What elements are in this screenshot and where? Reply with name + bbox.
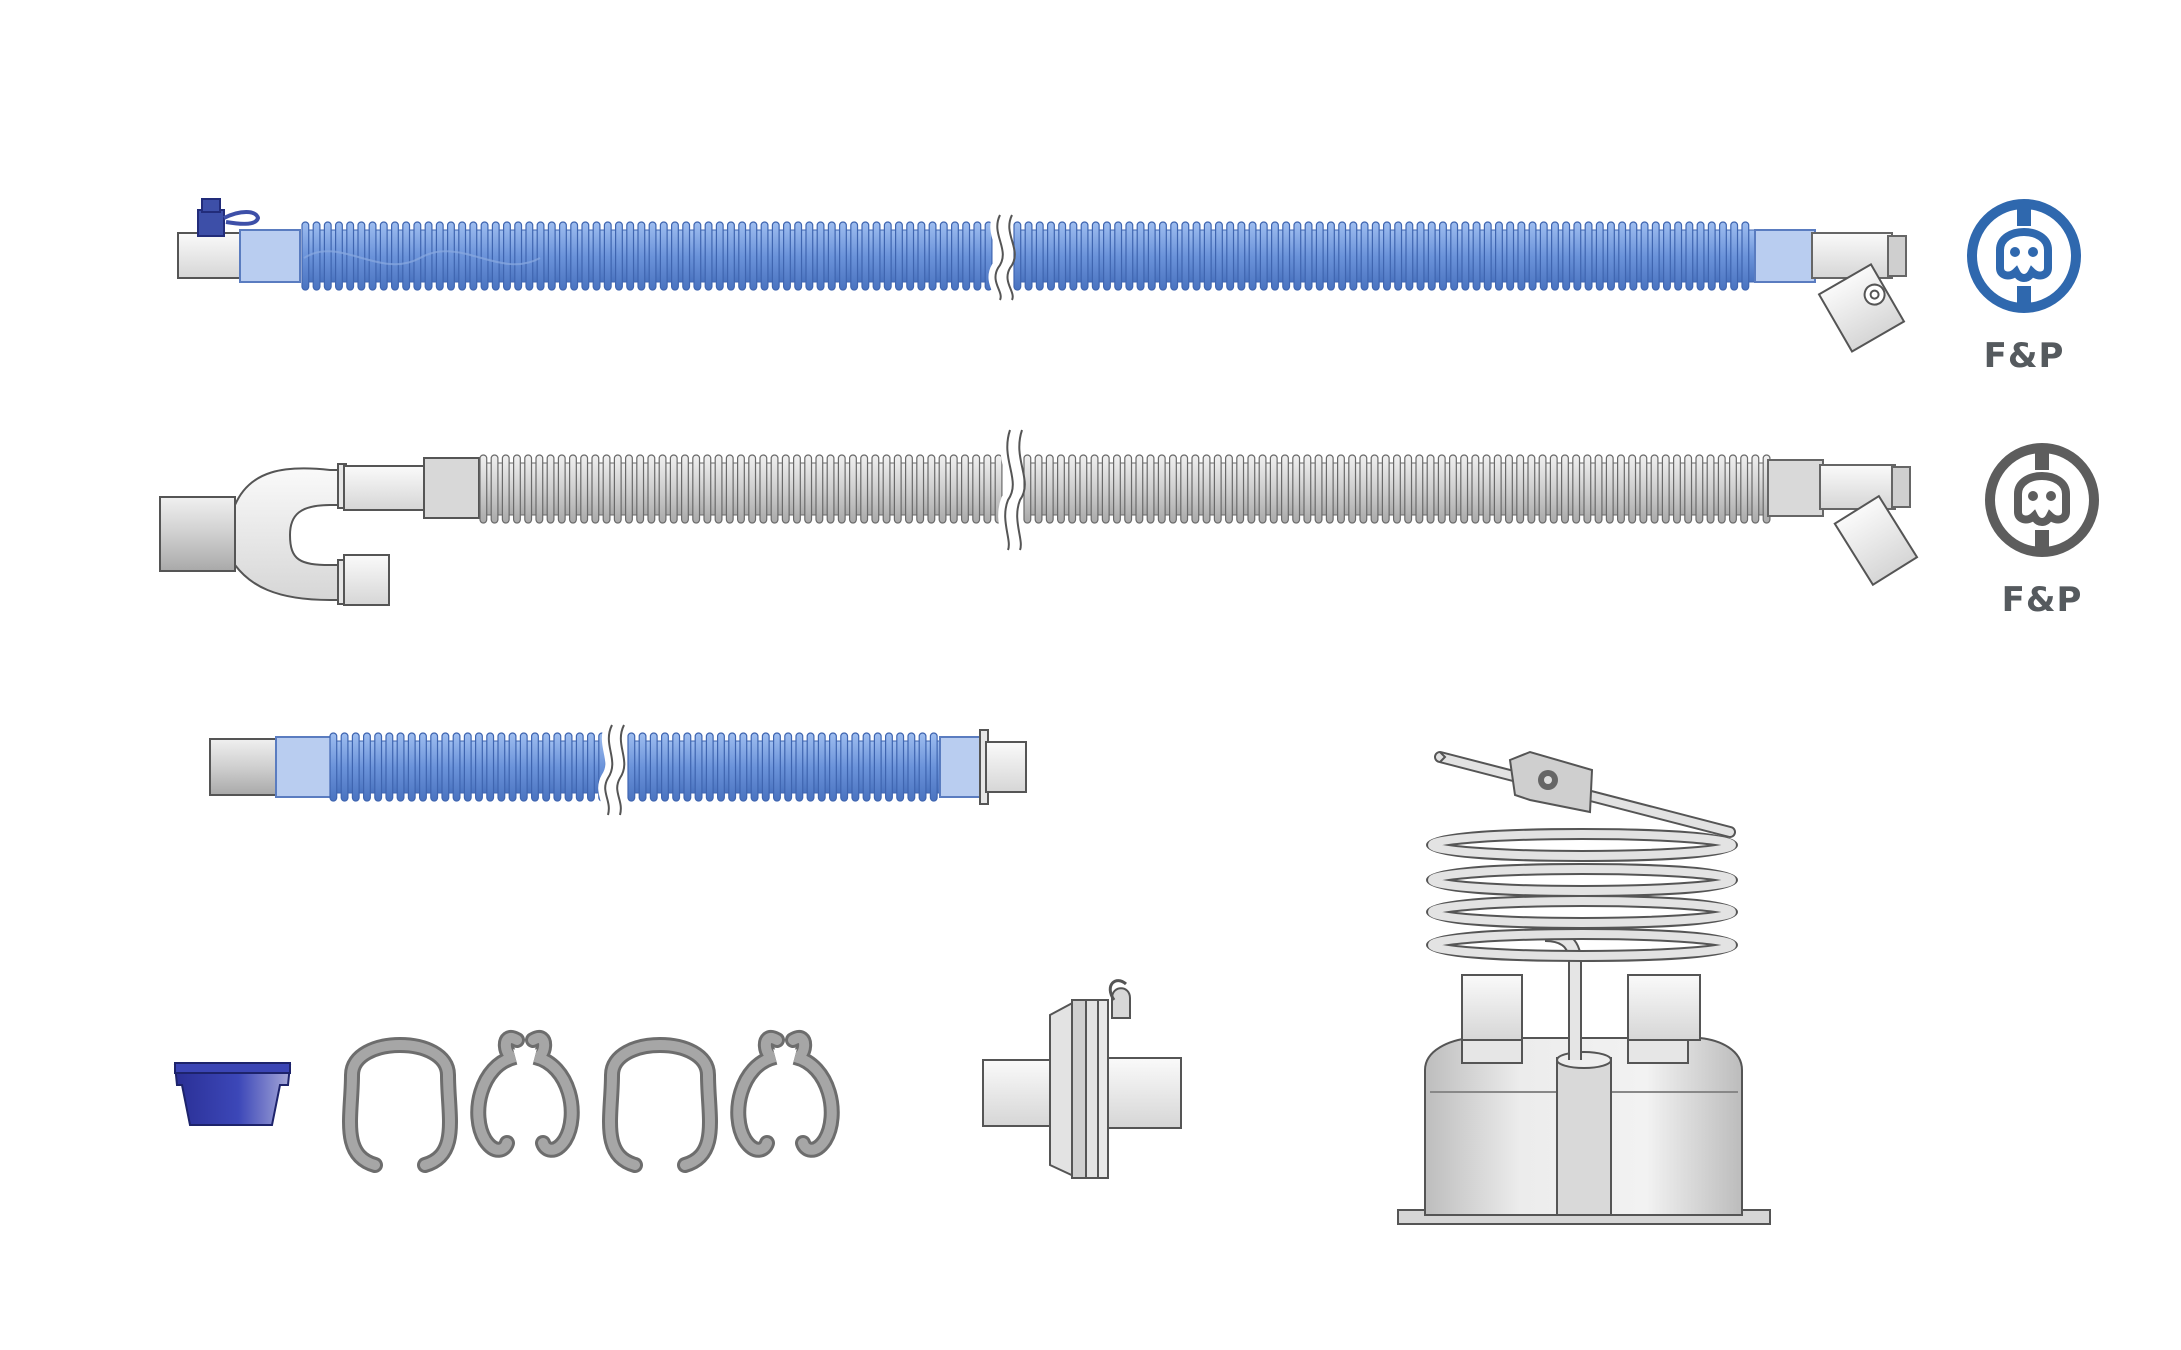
heated-inspiratory-limb	[177, 198, 1907, 353]
fp-logo-grey	[1985, 443, 2099, 557]
tube-clip	[342, 1037, 458, 1173]
tube-clip	[602, 1037, 718, 1173]
patient-elbow	[1817, 262, 1906, 353]
temperature-port-cap	[197, 198, 261, 237]
fp-logo-blue	[1967, 199, 2081, 313]
short-connector-tube	[209, 721, 1027, 817]
logo-text-grey: F&P	[2001, 580, 2083, 620]
blue-cap	[173, 1062, 292, 1126]
filter-adapter	[982, 979, 1182, 1179]
humidifier-chamber-with-spike	[1397, 750, 1771, 1225]
tube-clip	[470, 1030, 580, 1158]
tube-clip	[730, 1030, 840, 1158]
expiratory-limb-with-wye	[159, 427, 1919, 606]
logo-text-blue: F&P	[1983, 336, 2065, 376]
